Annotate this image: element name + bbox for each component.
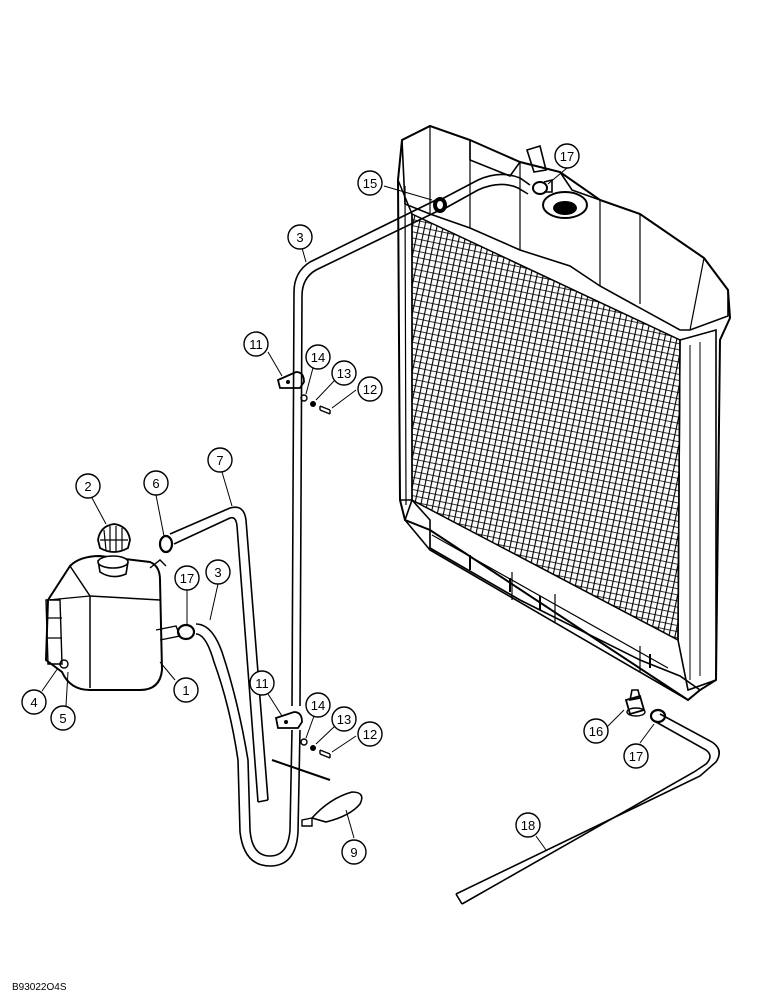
callout-12-bot: 12 <box>357 721 383 747</box>
callout-label: 17 <box>560 149 574 164</box>
callout-16: 16 <box>583 718 609 744</box>
callout-label: 14 <box>311 698 325 713</box>
callout-circle <box>50 705 76 731</box>
radiator <box>396 124 732 702</box>
callout-17-top: 17 <box>554 143 580 169</box>
callout-circle <box>341 839 367 865</box>
reservoir-cap <box>97 523 131 553</box>
callout-5: 5 <box>50 705 76 731</box>
callout-circle <box>207 447 233 473</box>
callout-18: 18 <box>515 812 541 838</box>
callout-circle <box>143 470 169 496</box>
callout-circle <box>331 360 357 386</box>
drain-valve <box>624 689 646 717</box>
callout-9: 9 <box>341 839 367 865</box>
hose-drain <box>455 713 720 905</box>
callout-15: 15 <box>357 170 383 196</box>
callout-13-top: 13 <box>331 360 357 386</box>
leader-lines <box>41 167 655 851</box>
callout-12-top: 12 <box>357 376 383 402</box>
callout-14-bot: 14 <box>305 692 331 718</box>
callout-label: 7 <box>216 453 223 468</box>
callout-label: 11 <box>255 676 269 691</box>
callout-circle <box>243 331 269 357</box>
callout-label: 1 <box>182 683 189 698</box>
callout-circle <box>357 721 383 747</box>
callout-circle <box>357 376 383 402</box>
callout-circle <box>623 743 649 769</box>
callout-7: 7 <box>207 447 233 473</box>
callout-circle <box>173 677 199 703</box>
callout-circle <box>174 565 200 591</box>
callout-circle <box>305 692 331 718</box>
radiator-top-tank <box>401 125 729 331</box>
callout-13-bot: 13 <box>331 706 357 732</box>
callout-1: 1 <box>173 677 199 703</box>
callout-3-top: 3 <box>287 224 313 250</box>
callout-6: 6 <box>143 470 169 496</box>
p-clip-upper <box>276 371 331 415</box>
callout-label: 18 <box>521 818 535 833</box>
callout-14-top: 14 <box>305 344 331 370</box>
callout-label: 17 <box>180 571 194 586</box>
callout-11-top: 11 <box>243 331 269 357</box>
callout-label: 9 <box>350 845 357 860</box>
clamp-17-mid <box>176 623 196 641</box>
callout-label: 16 <box>589 724 603 739</box>
callout-circle <box>515 812 541 838</box>
callout-circle <box>554 143 580 169</box>
callout-circle <box>287 224 313 250</box>
callout-circle <box>205 559 231 585</box>
callout-circle <box>75 473 101 499</box>
callout-circle <box>305 344 331 370</box>
clamp-15 <box>433 197 447 213</box>
callout-label: 2 <box>84 479 91 494</box>
clamp-17-top <box>532 178 553 195</box>
callout-4: 4 <box>21 689 47 715</box>
cable-tie-strap <box>271 759 363 827</box>
coolant-reservoir <box>44 554 181 691</box>
callout-17-mid: 17 <box>174 565 200 591</box>
figure-id: B93022O4S <box>12 982 67 993</box>
callout-label: 13 <box>337 712 351 727</box>
callout-label: 15 <box>363 176 377 191</box>
callout-label: 3 <box>296 230 303 245</box>
callout-11-bot: 11 <box>249 670 275 696</box>
callout-label: 14 <box>311 350 325 365</box>
callout-label: 12 <box>363 727 377 742</box>
callout-circle <box>21 689 47 715</box>
p-clip-lower <box>274 711 331 759</box>
callout-label: 11 <box>249 337 263 352</box>
callout-3-mid: 3 <box>205 559 231 585</box>
callout-label: 6 <box>152 476 159 491</box>
callout-circle <box>331 706 357 732</box>
callout-label: 3 <box>214 565 221 580</box>
callout-circle <box>249 670 275 696</box>
clamp-6 <box>158 534 174 554</box>
callout-circle <box>583 718 609 744</box>
clamp-17-bottom <box>649 708 667 724</box>
callout-circle <box>357 170 383 196</box>
callout-17-bot: 17 <box>623 743 649 769</box>
callout-label: 13 <box>337 366 351 381</box>
hose-reservoir-overflow <box>169 506 269 803</box>
callout-label: 4 <box>30 695 37 710</box>
callout-label: 5 <box>59 711 66 726</box>
hose-radiator-to-reservoir <box>195 173 531 867</box>
callout-2: 2 <box>75 473 101 499</box>
callout-label: 17 <box>629 749 643 764</box>
callout-label: 12 <box>363 382 377 397</box>
